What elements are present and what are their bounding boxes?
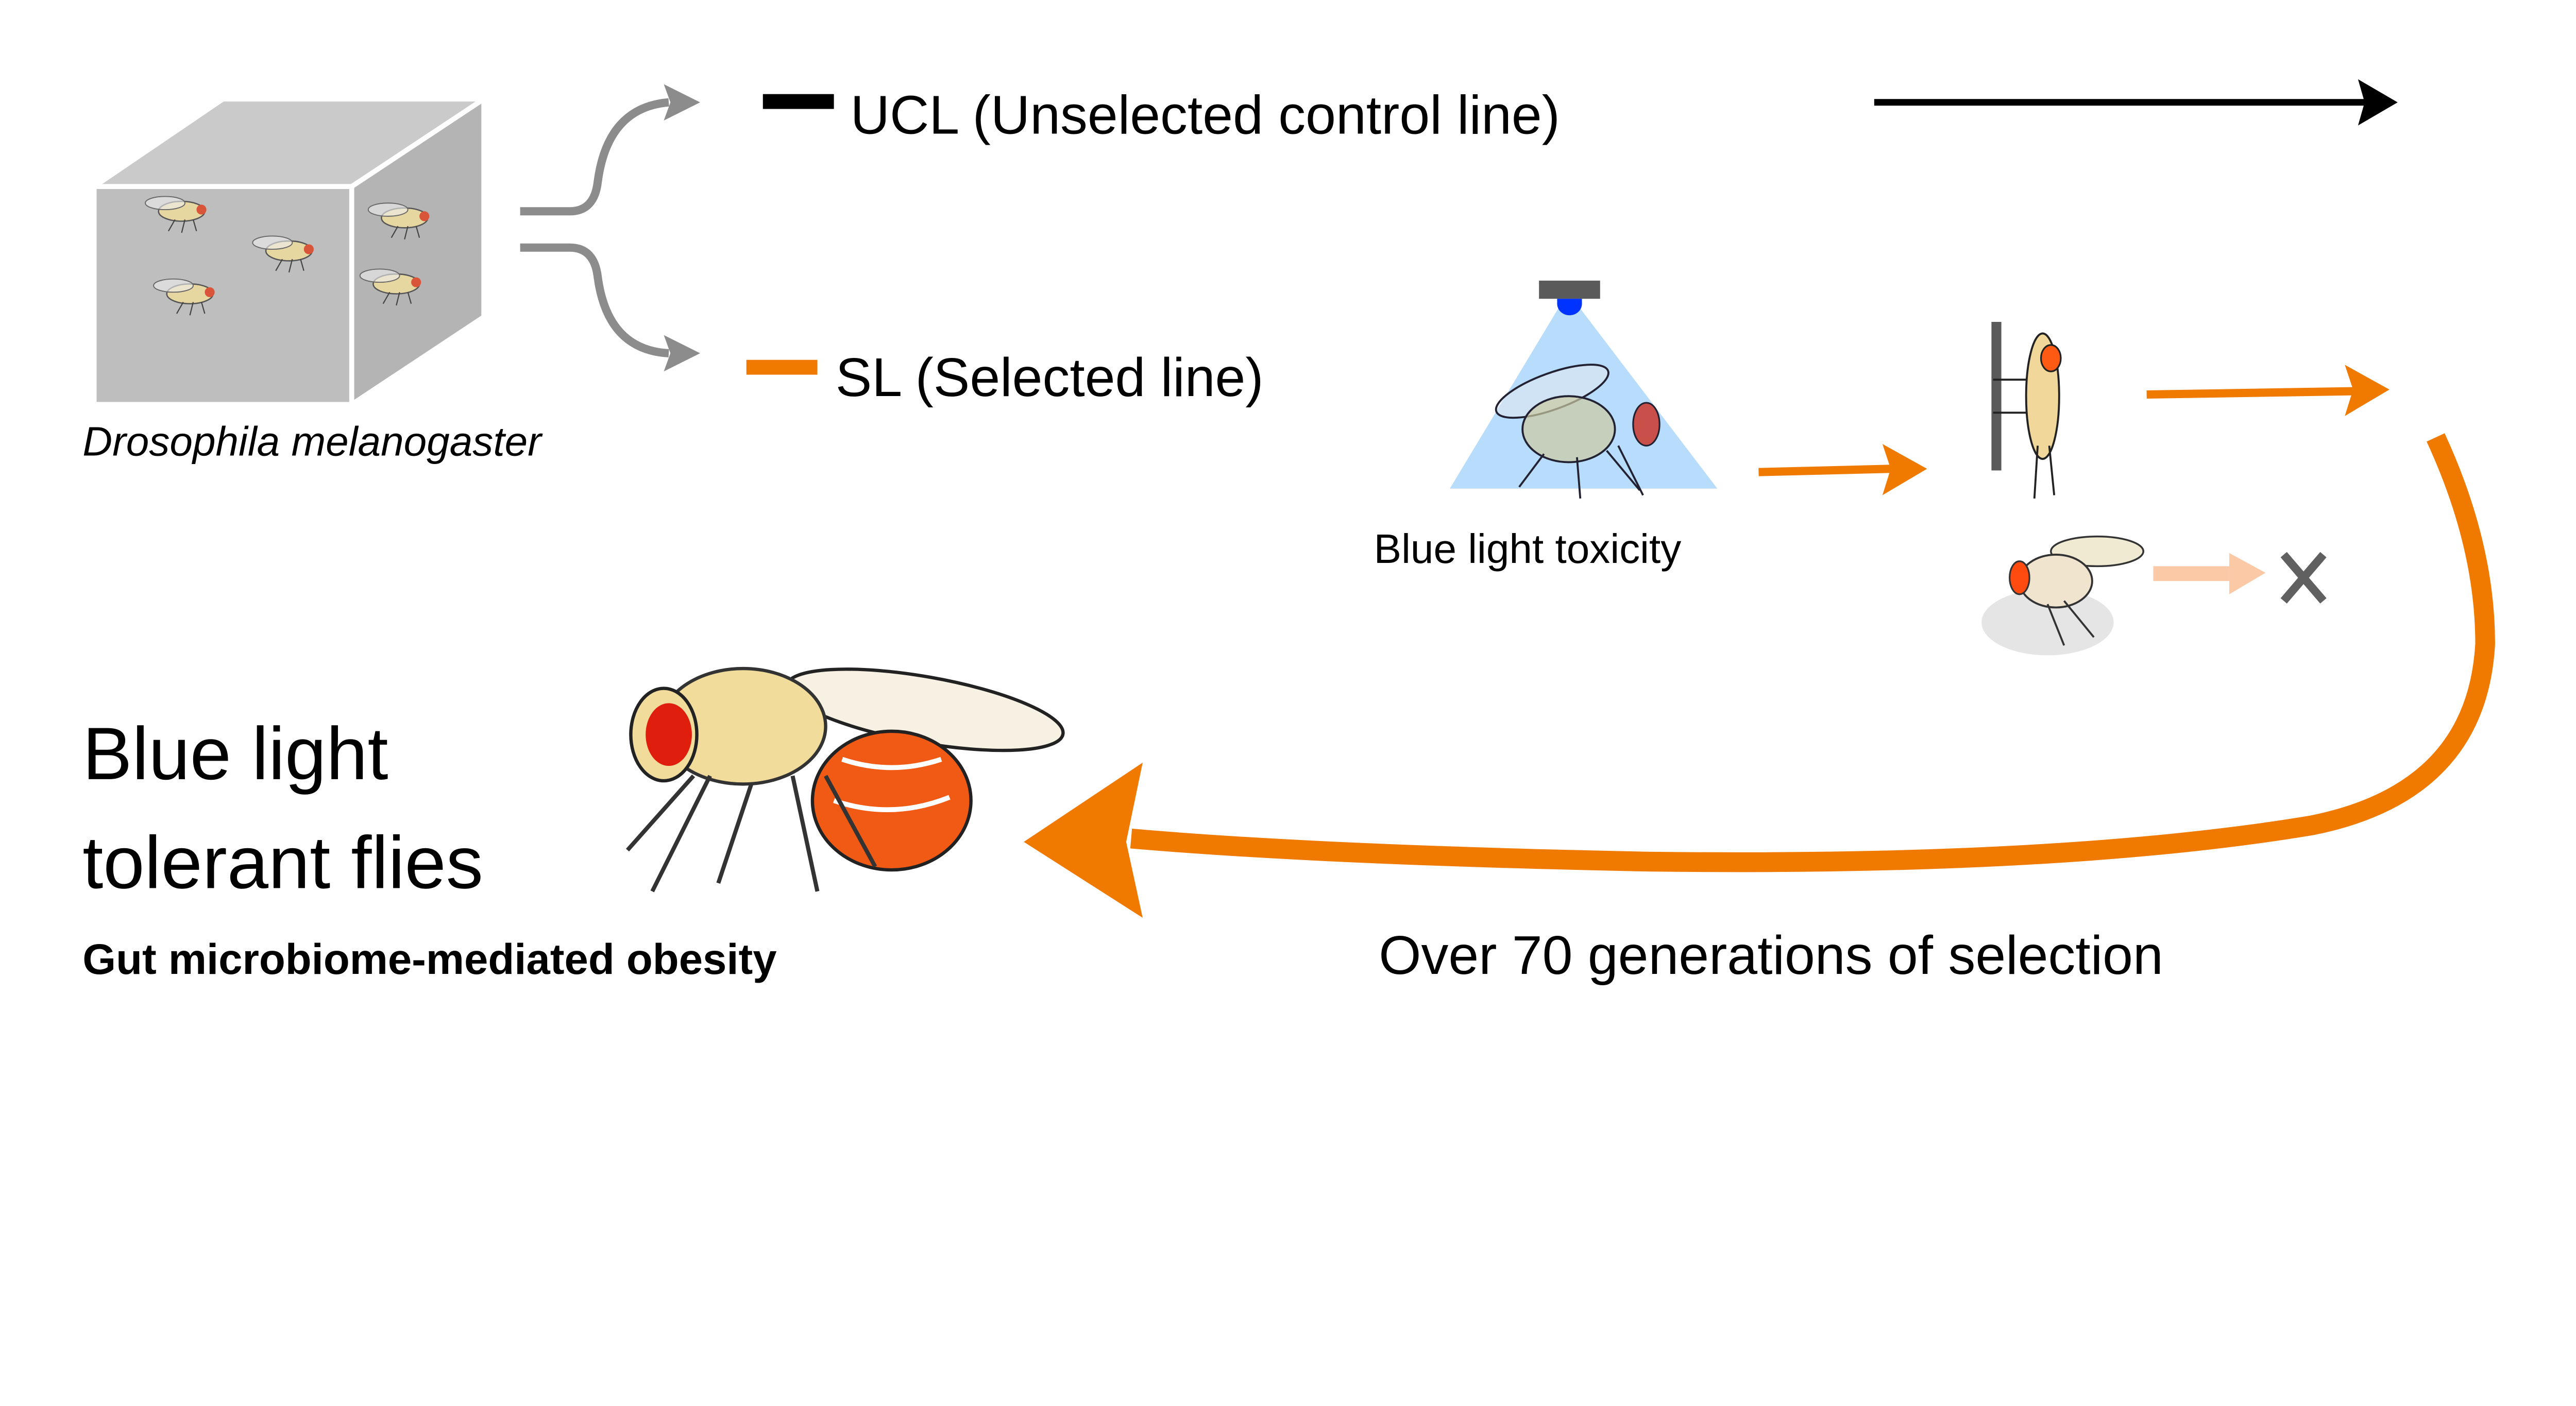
ucl-legend-swatch — [762, 94, 834, 109]
species-label: Drosophila melanogaster — [82, 418, 543, 465]
selection-diagram: Drosophila melanogaster UCL (Unselected … — [82, 79, 2495, 986]
selection-step-label: Blue light toxicity — [1374, 525, 1682, 572]
fork-arrows — [520, 98, 669, 357]
climbing-fly-icon — [1993, 332, 2062, 499]
generation-loop-arrow — [1130, 433, 2495, 872]
sl-label: SL (Selected line) — [836, 347, 1264, 408]
sl-legend-swatch — [746, 359, 818, 375]
result-title-line1: Blue light — [82, 712, 388, 795]
result-title-line2: tolerant flies — [82, 820, 483, 904]
ucl-arrow — [1874, 79, 2398, 126]
loop-arrowhead — [1024, 762, 1143, 918]
orange-arrow-1 — [1758, 444, 1927, 495]
generations-label: Over 70 generations of selection — [1379, 925, 2163, 986]
obese-fly-icon — [625, 666, 1065, 893]
wall — [1991, 322, 2002, 471]
orange-arrow-2 — [2146, 365, 2389, 416]
fly-cage-icon — [86, 94, 493, 409]
cross-icon — [2280, 552, 2327, 604]
arrowhead-down — [664, 335, 700, 372]
result-subtitle: Gut microbiome-mediated obesity — [82, 935, 776, 983]
arrowhead-up — [664, 84, 700, 121]
dead-fly-icon — [1981, 535, 2145, 656]
peach-arrow — [2153, 553, 2266, 594]
fly-icon — [1495, 364, 1660, 499]
ucl-label: UCL (Unselected control line) — [851, 85, 1560, 146]
